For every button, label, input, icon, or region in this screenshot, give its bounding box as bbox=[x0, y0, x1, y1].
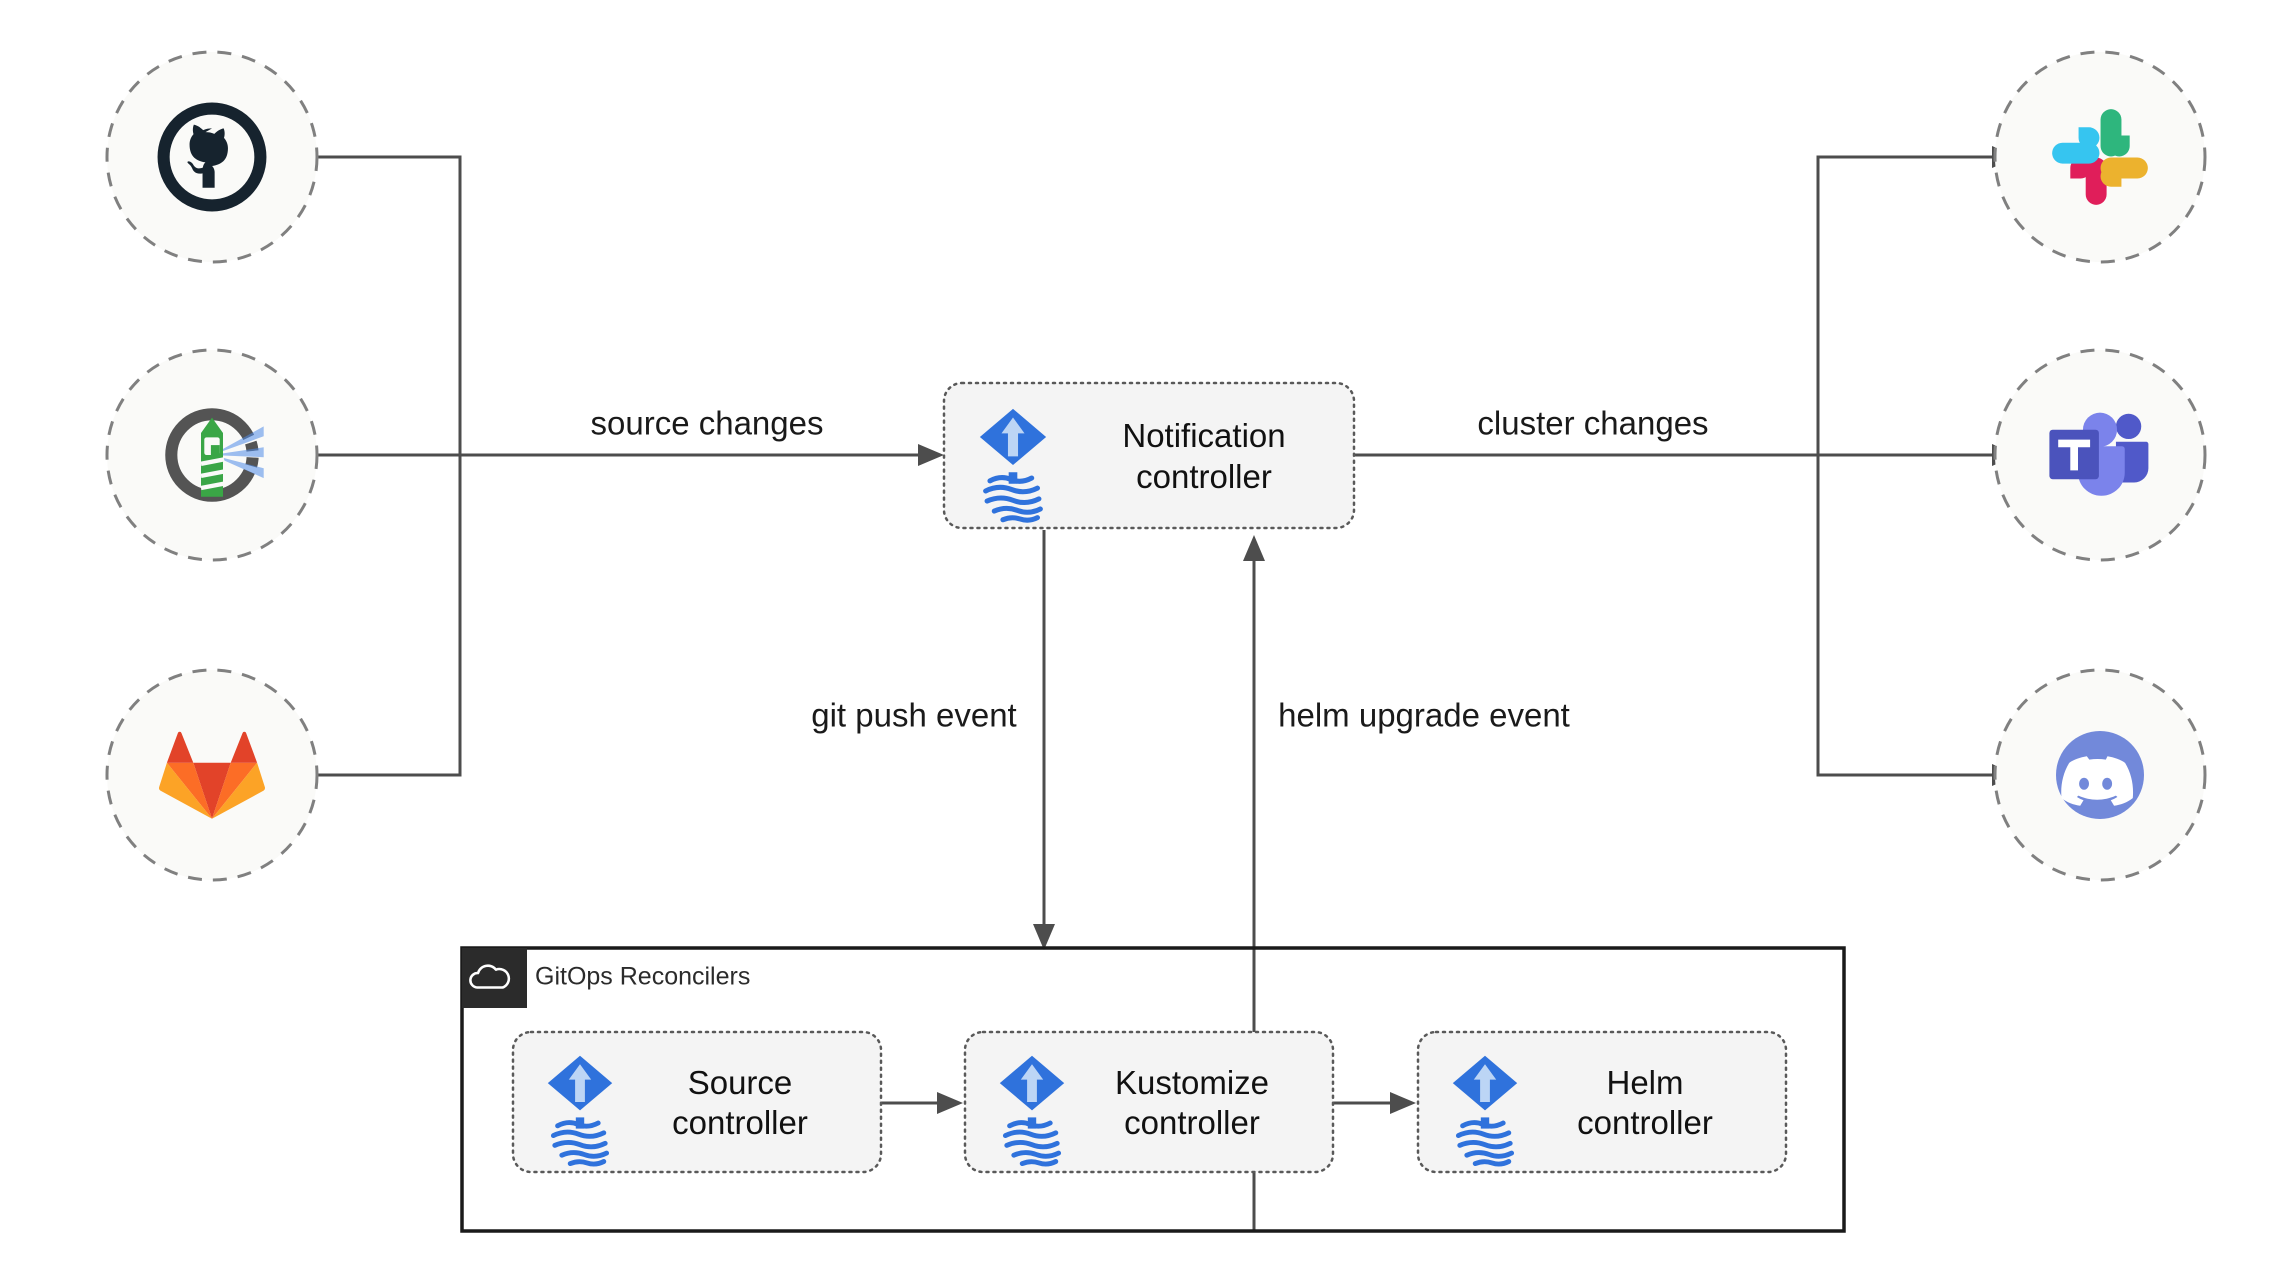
edge-label-source-changes: source changes bbox=[591, 405, 824, 442]
notification-controller-label-line2: controller bbox=[1136, 458, 1272, 495]
source-node-gitlab[interactable] bbox=[105, 668, 319, 882]
edge-source-changes bbox=[210, 148, 944, 784]
edge-source-to-kustomize bbox=[880, 1092, 963, 1114]
source-controller-node[interactable]: Source controller bbox=[511, 1030, 883, 1174]
edge-label-git-push-event: git push event bbox=[811, 697, 1016, 734]
edge-kustomize-to-helm bbox=[1333, 1092, 1416, 1114]
source-controller-label-line2: controller bbox=[672, 1104, 808, 1141]
helm-controller-label-line1: Helm bbox=[1606, 1064, 1683, 1101]
edge-cluster-changes bbox=[1353, 146, 2018, 786]
kustomize-controller-label-line2: controller bbox=[1124, 1104, 1260, 1141]
source-controller-label-line1: Source bbox=[688, 1064, 793, 1101]
kustomize-controller-node[interactable]: Kustomize controller bbox=[963, 1030, 1335, 1174]
gitops-reconcilers-group: GitOps Reconcilers bbox=[460, 946, 1846, 1233]
helm-controller-node[interactable]: Helm controller bbox=[1416, 1030, 1788, 1174]
kustomize-controller-label-line1: Kustomize bbox=[1115, 1064, 1269, 1101]
notification-controller-label-line1: Notification bbox=[1122, 417, 1285, 454]
edge-label-cluster-changes: cluster changes bbox=[1477, 405, 1708, 442]
gitops-reconcilers-title: GitOps Reconcilers bbox=[535, 963, 750, 991]
destination-node-slack[interactable] bbox=[1993, 50, 2207, 264]
edge-label-helm-upgrade-event: helm upgrade event bbox=[1278, 697, 1570, 734]
source-node-flux[interactable] bbox=[105, 348, 319, 562]
source-node-github[interactable] bbox=[105, 50, 319, 264]
edge-git-push-event bbox=[1033, 530, 1055, 950]
destination-node-teams[interactable] bbox=[1993, 348, 2207, 562]
discord-icon bbox=[2056, 731, 2144, 819]
destination-node-discord[interactable] bbox=[1993, 668, 2207, 882]
helm-controller-label-line2: controller bbox=[1577, 1104, 1713, 1141]
group-badge bbox=[462, 948, 527, 1008]
notification-controller-node[interactable]: Notification controller bbox=[942, 381, 1356, 530]
